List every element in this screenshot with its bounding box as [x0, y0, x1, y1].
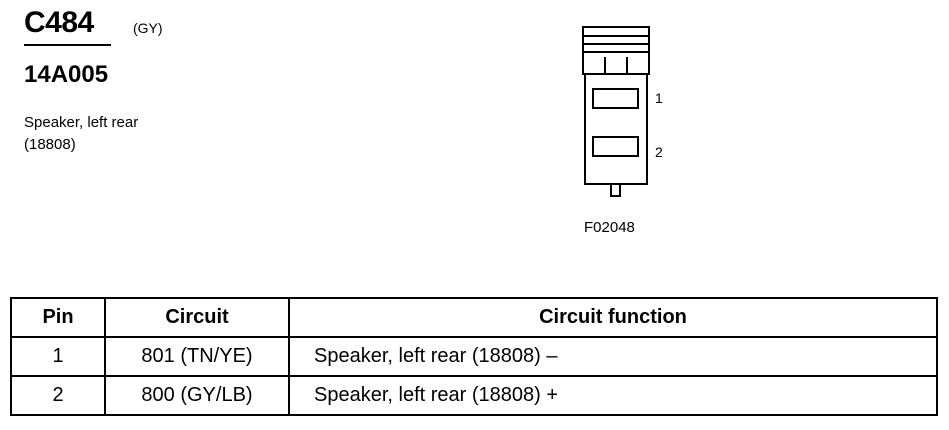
cell-pin: 2 [10, 375, 106, 416]
part-number: 14A005 [24, 61, 109, 88]
connector-head [582, 26, 650, 75]
connector-color: (GY) [133, 20, 163, 36]
table-header-row: Pin Circuit Circuit function [10, 297, 938, 338]
pinout-table: Pin Circuit Circuit function 1 801 (TN/Y… [10, 297, 938, 416]
table-row: 2 800 (GY/LB) Speaker, left rear (18808)… [10, 375, 938, 416]
connector-diagram [582, 26, 650, 197]
header-pin: Pin [10, 297, 106, 338]
cell-circuit-function: Speaker, left rear (18808) + [288, 375, 938, 416]
pin-label-2: 2 [655, 144, 663, 160]
header-circuit: Circuit [104, 297, 290, 338]
pin-cavity-1 [592, 88, 639, 109]
header-circuit-function: Circuit function [288, 297, 938, 338]
pin-cavity-2 [592, 136, 639, 157]
cell-circuit: 801 (TN/YE) [104, 336, 290, 377]
table-row: 1 801 (TN/YE) Speaker, left rear (18808)… [10, 336, 938, 377]
connector-id-underline [24, 44, 111, 46]
description-line-2: (18808) [24, 136, 76, 153]
cell-circuit: 800 (GY/LB) [104, 375, 290, 416]
description-line-1: Speaker, left rear [24, 114, 139, 131]
connector-id: C484 [24, 6, 94, 39]
cell-pin: 1 [10, 336, 106, 377]
pin-label-1: 1 [655, 90, 663, 106]
cell-circuit-function: Speaker, left rear (18808) – [288, 336, 938, 377]
figure-code: F02048 [584, 219, 635, 236]
connector-tab [610, 183, 621, 197]
